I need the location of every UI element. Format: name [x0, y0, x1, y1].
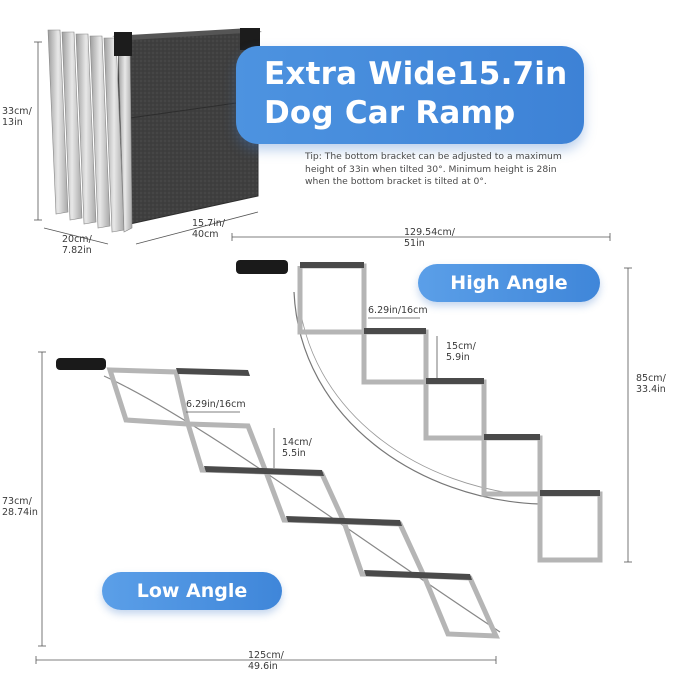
low-step-height-cm: 14cm/ — [282, 437, 312, 448]
title-banner: Extra Wide15.7in Dog Car Ramp — [236, 46, 584, 144]
high-total-height-in: 33.4in — [636, 384, 666, 395]
low-step-spacing: 6.29in/16cm — [186, 399, 246, 410]
title-line-1: Extra Wide15.7in — [264, 56, 568, 92]
low-total-height-in: 28.74in — [2, 507, 38, 518]
high-length-label: 129.54cm/ 51in — [404, 227, 455, 249]
low-length-label: 125cm/ 49.6in — [248, 650, 284, 672]
folded-dimension-lines — [34, 41, 259, 245]
high-total-height-label: 85cm/ 33.4in — [636, 373, 666, 395]
folded-frame-slats — [47, 28, 260, 233]
high-step-spacing: 6.29in/16cm — [368, 305, 428, 316]
folded-height-cm: 33cm/ — [2, 106, 32, 117]
low-length-cm: 125cm/ — [248, 650, 284, 661]
folded-depth-label: 20cm/ 7.82in — [62, 234, 92, 256]
high-length-in: 51in — [404, 238, 425, 249]
folded-height-label: 33cm/ 13in — [2, 106, 32, 128]
width-cm: 40cm — [192, 229, 219, 240]
high-dimension-lines — [231, 233, 632, 563]
width-label: 15.7in/ 40cm — [192, 218, 225, 240]
high-step-height-cm: 15cm/ — [446, 341, 476, 352]
high-length-cm: 129.54cm/ — [404, 227, 455, 238]
low-step-height-in: 5.5in — [282, 448, 306, 459]
low-ramp-treads — [176, 368, 472, 580]
low-total-height-cm: 73cm/ — [2, 496, 32, 507]
title-line-2: Dog Car Ramp — [264, 95, 516, 131]
high-ramp-treads — [300, 262, 600, 496]
high-angle-label: High Angle — [418, 264, 600, 302]
low-ramp-handle — [56, 358, 106, 370]
high-total-height-cm: 85cm/ — [636, 373, 666, 384]
high-step-height-label: 15cm/ 5.9in — [446, 341, 476, 363]
low-length-in: 49.6in — [248, 661, 278, 672]
low-total-height-label: 73cm/ 28.74in — [2, 496, 38, 518]
folded-height-in: 13in — [2, 117, 23, 128]
low-step-height-label: 14cm/ 5.5in — [282, 437, 312, 459]
high-step-height-in: 5.9in — [446, 352, 470, 363]
folded-depth-cm: 20cm/ — [62, 234, 92, 245]
low-dimension-lines — [35, 351, 497, 664]
high-ramp-handle — [236, 260, 288, 274]
low-angle-label: Low Angle — [102, 572, 282, 610]
width-in: 15.7in/ — [192, 218, 226, 229]
tip-text: Tip: The bottom bracket can be adjusted … — [305, 151, 562, 187]
folded-depth-in: 7.82in — [62, 245, 92, 256]
